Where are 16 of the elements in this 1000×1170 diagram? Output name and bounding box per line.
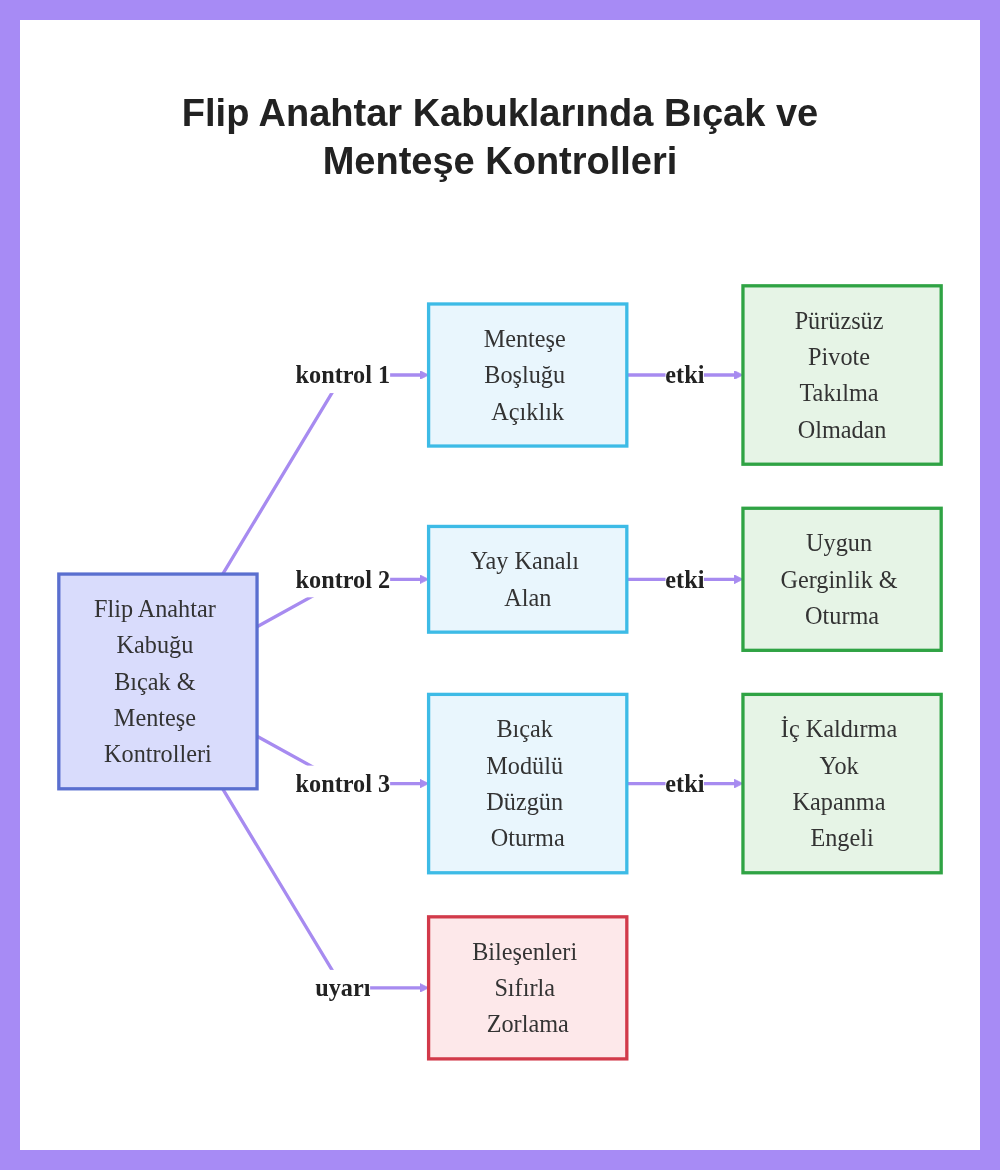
diagram-title: Flip Anahtar Kabuklarında Bıçak ve Menteşe Kontrolleri xyxy=(180,91,820,184)
node-box: Pürüzsüz Pivote Takılma Olmadan xyxy=(741,284,943,466)
node-box: Yay Kanalı Alan xyxy=(426,524,629,634)
node-box: Bileşenleri Sıfırla Zorlama xyxy=(426,915,629,1061)
edge-label: kontrol 1 xyxy=(295,361,391,389)
edge-label: etki xyxy=(665,769,705,798)
edge-label: etki xyxy=(665,565,705,594)
node-box: Bıçak Modülü Düzgün Oturma xyxy=(426,692,629,875)
edge-label: kontrol 3 xyxy=(295,769,391,798)
node-box: İç Kaldırma Yok Kapanma Engeli xyxy=(741,692,943,875)
edge-label: etki xyxy=(665,361,705,389)
edge-label: kontrol 2 xyxy=(295,565,391,594)
node-box: Flip Anahtar Kabuğu Bıçak & Menteşe Kontrolleri xyxy=(57,572,259,791)
node-box: Menteşe Boşluğu Açıklık xyxy=(426,302,629,448)
node-box: Uygun Gerginlik & Oturma xyxy=(741,506,943,653)
edge-label: uyarı xyxy=(315,974,371,1002)
